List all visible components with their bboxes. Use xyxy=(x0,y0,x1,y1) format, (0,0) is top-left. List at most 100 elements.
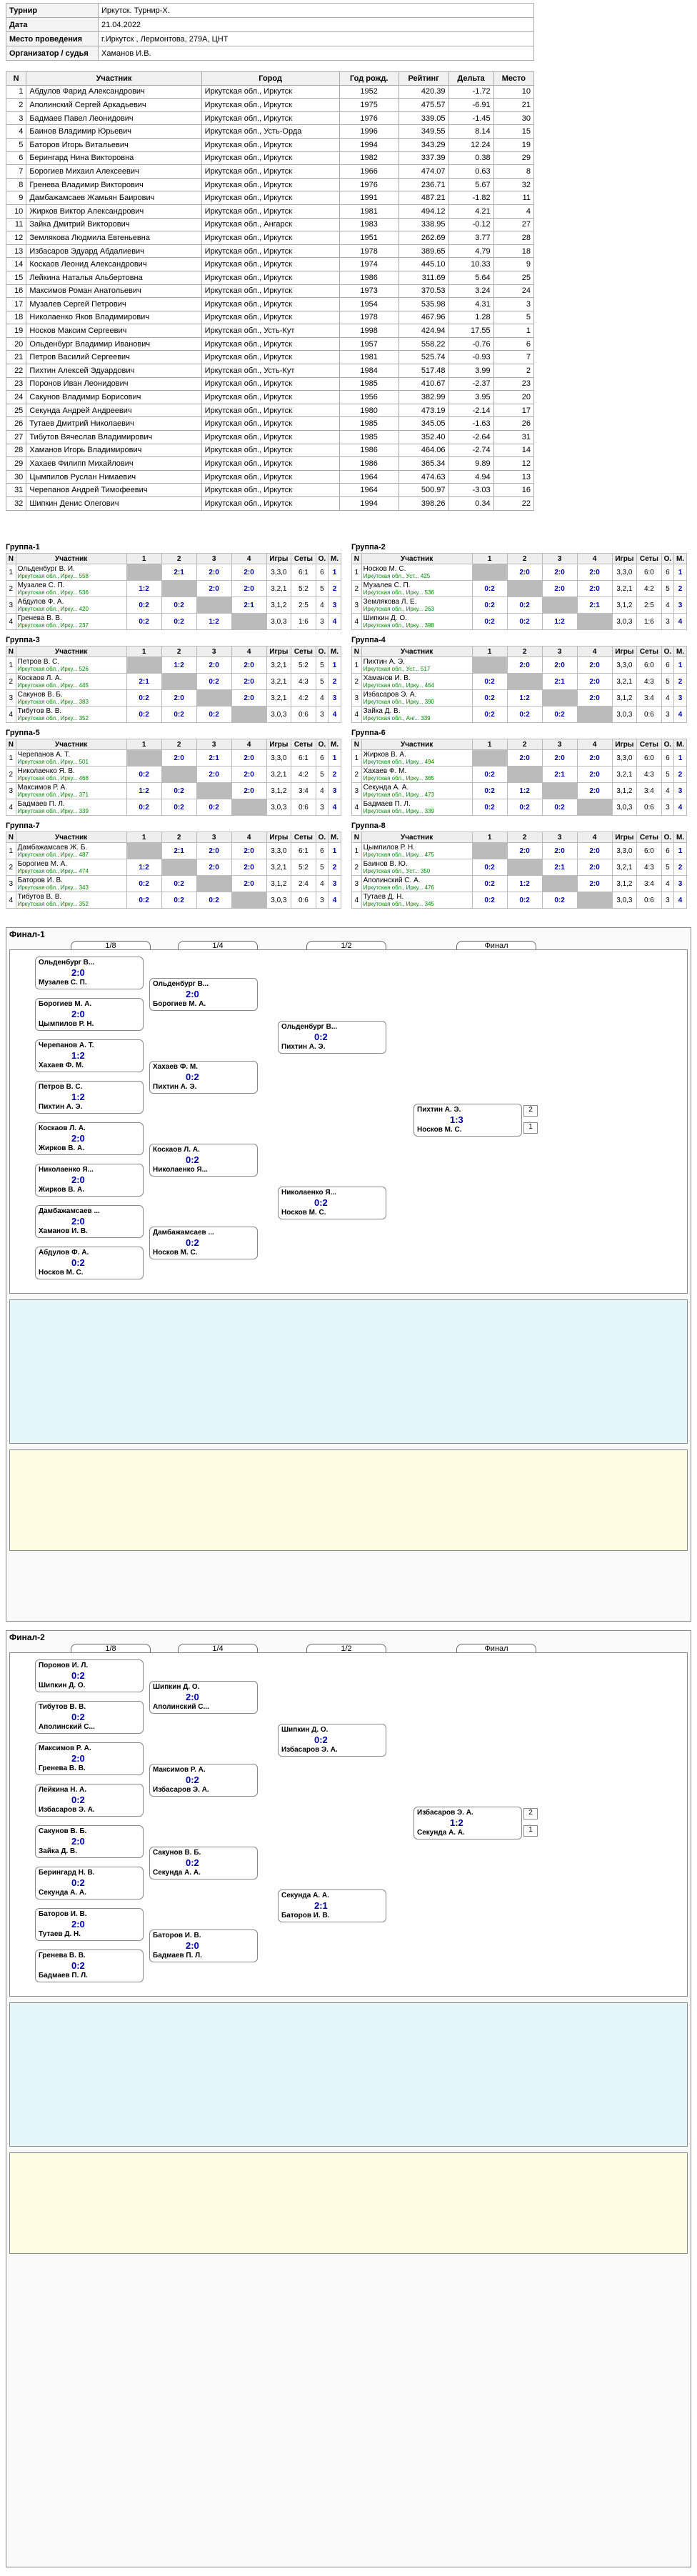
player-cell: 4.21 xyxy=(448,204,494,219)
match-player-a: Избасаров Э. А. xyxy=(417,1809,473,1817)
match-player-a: Баторов И. В. xyxy=(39,1910,87,1918)
consolation-panel xyxy=(9,2002,688,2147)
group-player-sub: Иркутская обл., Ирку... 476 xyxy=(363,884,471,891)
player-cell: 13 xyxy=(5,244,27,259)
player-cell: 370.53 xyxy=(398,284,449,299)
match-player-b: Носков М. С. xyxy=(281,1209,326,1217)
player-cell: 20 xyxy=(5,336,27,351)
group-games: 3,1,2 xyxy=(611,782,638,799)
group-score: 0:2 xyxy=(161,782,197,799)
group-score: 1:2 xyxy=(126,580,162,597)
group-player-sub: Иркутская обл., Уст... 425 xyxy=(363,573,471,579)
player-cell: 9 xyxy=(5,191,27,205)
group-player: Музалев С. П.Иркутская обл., Ирку... 536 xyxy=(15,580,127,597)
group-col-header: О. xyxy=(315,832,329,843)
group-player: Аполинский С. А.Иркутская обл., Ирку... … xyxy=(361,875,473,892)
group-col-header: 2 xyxy=(161,646,197,657)
player-cell: 16 xyxy=(5,284,27,299)
group-row-num: 4 xyxy=(351,613,362,630)
match-score: 0:2 xyxy=(314,1734,328,1745)
group-player-city: Иркутская обл., Ирку... xyxy=(17,666,78,672)
group-player: Пихтин А. Э.Иркутская обл., Уст... 517 xyxy=(361,657,473,674)
group-self-cell xyxy=(471,842,508,859)
player-cell: 1 xyxy=(493,324,535,338)
group-row-num: 2 xyxy=(6,673,16,690)
match-player-b: Баторов И. В. xyxy=(281,1912,330,1919)
group-place: 2 xyxy=(328,580,341,597)
player-cell: 31 xyxy=(5,483,27,497)
group-place: 4 xyxy=(673,892,687,909)
match-player-a: Николаенко Я... xyxy=(281,1189,336,1197)
group-player-rating: 365 xyxy=(424,775,434,782)
match-player-a: Шипкин Д. О. xyxy=(153,1683,200,1691)
player-cell: 3.99 xyxy=(448,364,494,378)
group-sets: 6:0 xyxy=(636,657,662,674)
player-cell: 25 xyxy=(5,403,27,418)
group-score: 2:0 xyxy=(576,689,613,707)
player-cell: 32 xyxy=(5,496,27,511)
player-cell: Иркутская обл., Иркутск xyxy=(201,137,340,152)
group-col-header: Сеты xyxy=(636,739,662,750)
group-player-rating: 494 xyxy=(424,759,434,765)
player-cell: 345.05 xyxy=(398,416,449,431)
group-sets: 5:2 xyxy=(291,580,316,597)
player-cell: 338.95 xyxy=(398,217,449,232)
match-player-a: Хахаев Ф. М. xyxy=(153,1063,199,1071)
group-col-header: О. xyxy=(315,739,329,750)
player-cell: 10 xyxy=(493,84,535,99)
group-place: 3 xyxy=(673,596,687,614)
group-score: 2:1 xyxy=(161,842,197,859)
group-row-num: 3 xyxy=(351,689,362,707)
group-row-num: 3 xyxy=(351,596,362,614)
match-score: 2:0 xyxy=(71,1009,85,1019)
group-score: 2:1 xyxy=(161,564,197,581)
group-col-header: Участник xyxy=(361,646,473,657)
group-col-header: 4 xyxy=(231,553,267,564)
group-player-city: Иркутская обл., Ирку... xyxy=(363,682,423,689)
player-cell: -1.72 xyxy=(448,84,494,99)
players-col-header: Дельта xyxy=(448,71,494,86)
player-cell: 236.71 xyxy=(398,177,449,192)
player-cell: 1 xyxy=(5,84,27,99)
group-score: 2:1 xyxy=(576,596,613,614)
group-games: 3,2,1 xyxy=(266,657,292,674)
group-player-rating: 339 xyxy=(79,808,89,814)
group-score: 0:2 xyxy=(126,875,162,892)
group-row-num: 3 xyxy=(351,782,362,799)
group-score: 2:0 xyxy=(506,749,543,767)
group-self-cell xyxy=(471,657,508,674)
group-place: 2 xyxy=(328,766,341,783)
group-player: Тибутов В. В.Иркутская обл., Ирку... 352 xyxy=(15,706,127,723)
group-games: 3,0,3 xyxy=(611,892,638,909)
group-score: 2:1 xyxy=(231,596,267,614)
group-row-num: 2 xyxy=(351,859,362,876)
group-score: 2:0 xyxy=(576,782,613,799)
group-games: 3,3,0 xyxy=(266,842,292,859)
player-cell: 4.31 xyxy=(448,297,494,311)
group-player-rating: 473 xyxy=(424,792,434,798)
match-score: 2:0 xyxy=(71,1133,85,1144)
group-col-header: О. xyxy=(661,553,675,564)
group-col-header: N xyxy=(6,553,16,564)
group-place: 3 xyxy=(673,689,687,707)
player-cell: Иркутская обл., Ангарск xyxy=(201,217,340,232)
group-score: 1:2 xyxy=(126,782,162,799)
